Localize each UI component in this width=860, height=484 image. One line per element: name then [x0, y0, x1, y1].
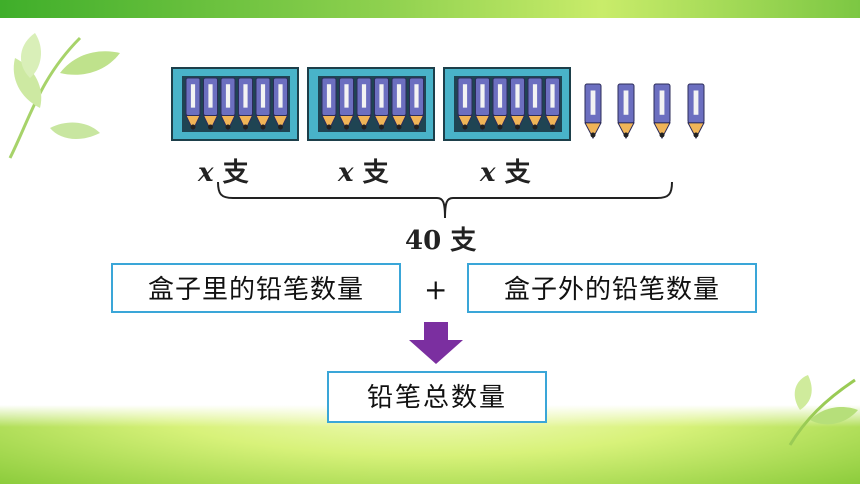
- box-label-unit: 支: [504, 158, 531, 188]
- pencil-icon: [617, 83, 635, 140]
- box-label-1: x 支: [198, 152, 249, 189]
- pencil-icon: [584, 83, 602, 140]
- pencil-icon: [617, 83, 635, 140]
- plus-sign: +: [424, 273, 448, 306]
- box-label-var: x: [338, 158, 354, 188]
- total-unit: 支: [450, 226, 477, 256]
- pencil-icon: [492, 77, 508, 132]
- leaf-decoration-icon: [8, 33, 120, 159]
- term-box-inside: 盒子里的铅笔数量: [111, 263, 401, 313]
- pencil-icon: [687, 83, 705, 140]
- box-label-unit: 支: [362, 158, 389, 188]
- pencil-icon: [457, 77, 473, 132]
- pencil-icon: [584, 83, 602, 140]
- term-box-outside: 盒子外的铅笔数量: [467, 263, 757, 313]
- pencil-icon: [653, 83, 671, 140]
- leaf-decoration-icon: [788, 375, 858, 446]
- pencil-icon: [391, 77, 407, 132]
- pencil-box-icon: [171, 67, 299, 141]
- pencil-icon: [338, 77, 355, 132]
- pencil-icon: [272, 77, 289, 132]
- total-label: 40 支: [405, 220, 476, 257]
- pencil-icon: [687, 83, 705, 140]
- pencil-icon: [509, 77, 526, 132]
- pencil-icon: [356, 77, 372, 132]
- pencil-icon: [321, 77, 337, 132]
- result-box: 铅笔总数量: [327, 371, 547, 423]
- box-label-2: x 支: [338, 152, 389, 189]
- pencil-icon: [185, 77, 201, 132]
- pencil-icon: [373, 77, 390, 132]
- pencil-icon: [408, 77, 425, 132]
- total-value: 40: [405, 226, 442, 256]
- box-label-var: x: [480, 158, 496, 188]
- pencil-icon: [220, 77, 236, 132]
- down-arrow-icon: [409, 322, 463, 364]
- pencil-icon: [474, 77, 491, 132]
- pencil-icon: [255, 77, 271, 132]
- pencil-box-icon: [443, 67, 571, 141]
- box-label-3: x 支: [480, 152, 531, 189]
- pencil-icon: [237, 77, 254, 132]
- pencil-box-icon: [307, 67, 435, 141]
- pencil-icon: [653, 83, 671, 140]
- pencil-icon: [202, 77, 219, 132]
- pencil-icon: [527, 77, 543, 132]
- box-label-var: x: [198, 158, 214, 188]
- pencil-icon: [544, 77, 561, 132]
- top-header-bar: [0, 0, 860, 18]
- box-label-unit: 支: [222, 158, 249, 188]
- total-brace: [217, 181, 673, 219]
